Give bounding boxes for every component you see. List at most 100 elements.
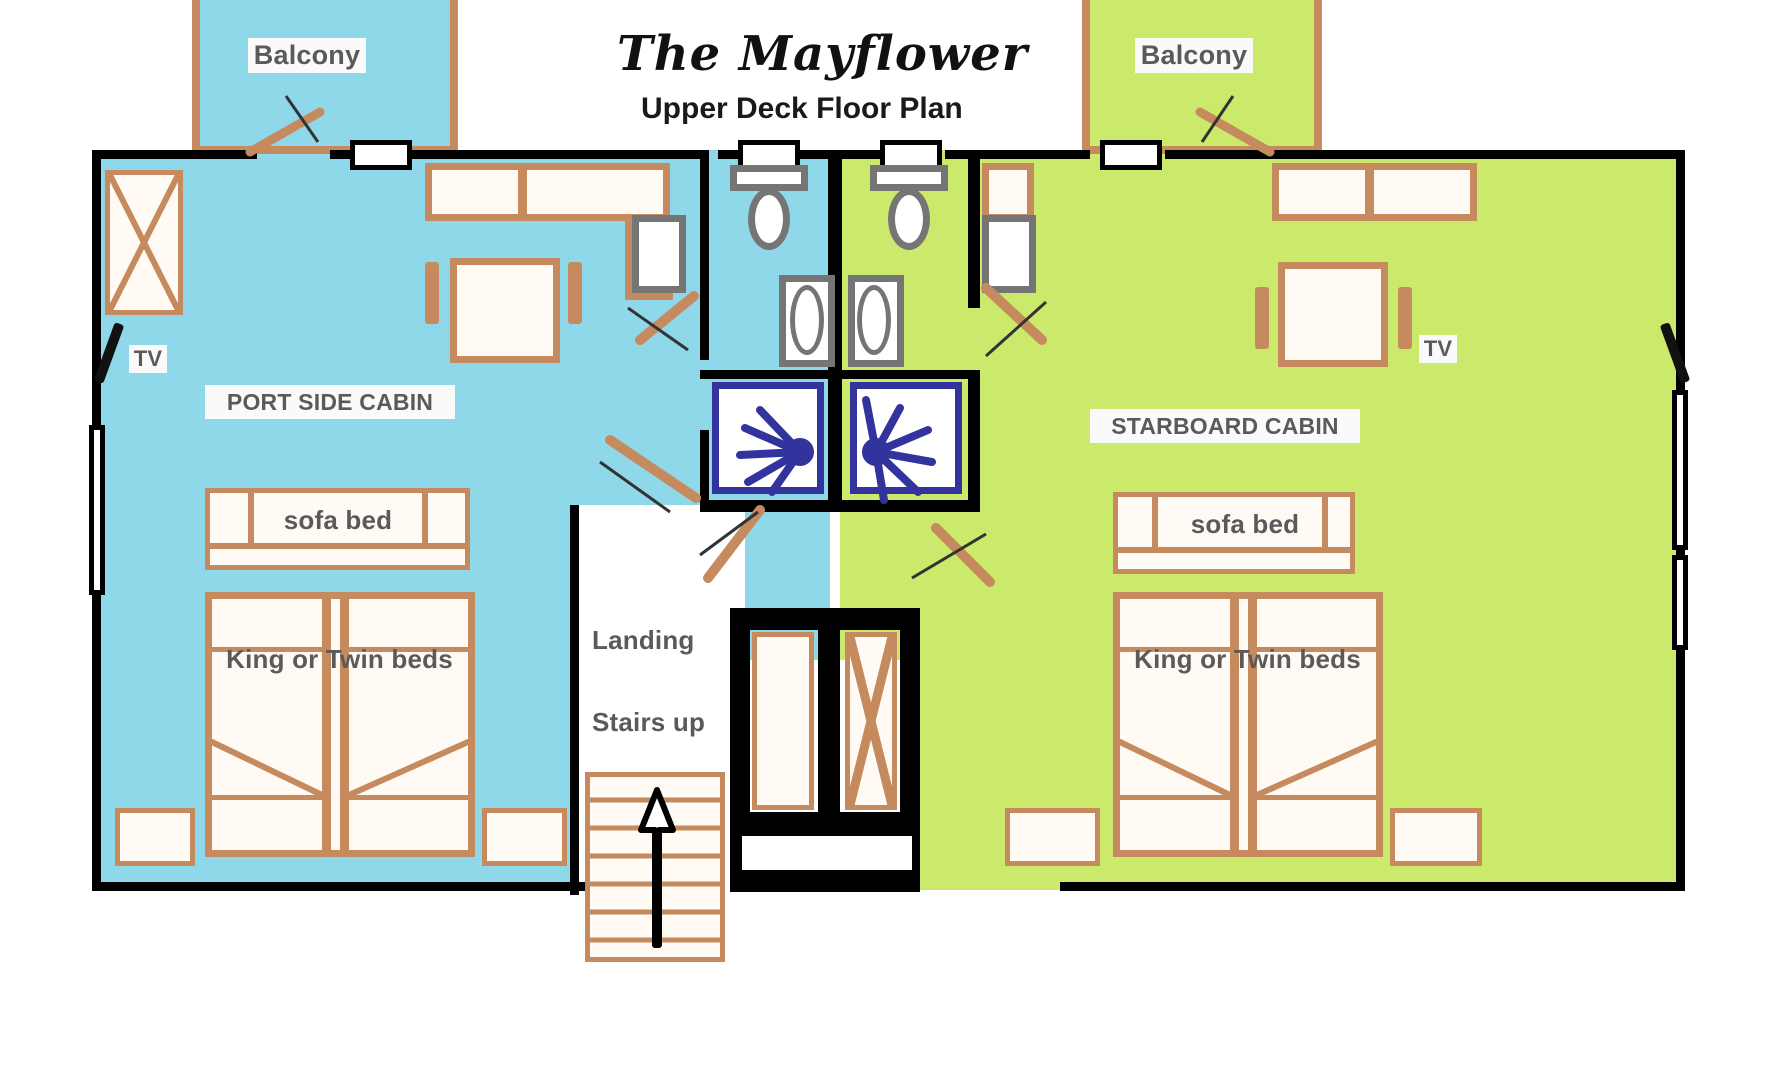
wall-landing-left	[570, 505, 579, 895]
wall-starboard-bath-right-upper	[968, 150, 980, 280]
page-subtitle: Upper Deck Floor Plan	[641, 92, 963, 125]
cabin-port-label: PORT SIDE CABIN	[205, 385, 455, 419]
bed-starboard-divider-left	[1230, 597, 1239, 852]
wall-port-bath-left-lower	[700, 430, 709, 510]
wall-bath-bottom	[700, 500, 980, 512]
door-port-bath	[627, 291, 699, 352]
up-arrow-icon	[638, 787, 676, 948]
chair-port-left	[425, 262, 439, 324]
window-starboard-side-2	[1672, 555, 1688, 650]
window-port-side-1	[89, 425, 105, 595]
shower-port	[712, 382, 824, 494]
chair-starboard-left	[1255, 287, 1269, 349]
door-port-landing-lower	[699, 505, 765, 583]
starboard-cabin-fill-lower	[900, 590, 1020, 890]
nightstand-port-right	[482, 808, 567, 866]
toilet-port-tank	[730, 165, 808, 191]
port-balcony-fill	[200, 0, 450, 155]
toilet-starboard-tank	[870, 165, 948, 191]
toilet-starboard-bowl	[888, 188, 930, 250]
chair-port-right	[568, 262, 582, 324]
bed-port-divider-right	[340, 597, 349, 852]
sofa-bed-port-label: sofa bed	[283, 505, 393, 535]
page-title: The Mayflower	[617, 26, 1029, 82]
chair-starboard-right	[1398, 287, 1412, 349]
bed-starboard-pillow-line-l	[1120, 647, 1230, 652]
wall-top-right2	[1290, 150, 1685, 159]
tv-port-label: TV	[129, 345, 167, 373]
beds-port-label: King or Twin beds	[226, 644, 453, 674]
shower-spray-icon-starboard	[862, 396, 936, 504]
toilet-port-bowl	[748, 188, 790, 250]
bed-port-foot-line-r	[349, 795, 468, 800]
wall-bottom-right	[1060, 882, 1685, 891]
shower-spray-icon-port	[736, 406, 814, 496]
wall-stairwell-bottom	[730, 812, 920, 832]
counter-port-right	[520, 163, 670, 221]
bed-port-foot-line-l	[212, 795, 322, 800]
port-balcony-frame	[192, 0, 458, 154]
sofa-port-seat-line	[210, 543, 465, 549]
counter-port-left	[425, 163, 525, 221]
wall-stairwell-left	[730, 608, 750, 823]
window-starboard-side-1	[1672, 390, 1688, 550]
nightstand-port-left	[115, 808, 195, 866]
wall-starboard-shower-top	[848, 370, 980, 379]
sofa-starboard-armrest-right	[1322, 497, 1328, 547]
wardrobe-x-icon-port	[107, 173, 181, 312]
sofa-bed-starboard-label: sofa bed	[1190, 509, 1300, 539]
table-starboard	[1278, 262, 1388, 367]
stairwell-panel	[752, 632, 814, 810]
stairs-label: Stairs up	[592, 707, 706, 737]
sink-port-cabin	[632, 215, 686, 293]
sofa-starboard-armrest-left	[1152, 497, 1158, 547]
bed-port-pillow-line-l	[212, 647, 322, 652]
wardrobe-x-icon-center	[845, 635, 897, 807]
basin-starboard-bowl	[857, 285, 891, 355]
landing-label: Landing	[592, 625, 695, 655]
wall-lobby-bottom	[730, 872, 920, 892]
nightstand-starboard-left	[1005, 808, 1100, 866]
window-port-balcony-door	[350, 140, 412, 170]
door-starboard-landing	[911, 523, 995, 587]
cabin-starboard-label: STARBOARD CABIN	[1090, 409, 1360, 443]
wall-starboard-bath-right-mid	[968, 278, 980, 308]
sofa-starboard-seat-line	[1118, 547, 1350, 553]
wall-top-left	[92, 150, 257, 159]
window-starboard-balcony-door	[1100, 140, 1162, 170]
door-starboard-balcony	[1195, 95, 1275, 157]
wall-stairwell-mid	[818, 608, 840, 823]
bed-starboard-divider-right	[1248, 597, 1257, 852]
bed-starboard-blanket-folds	[1117, 739, 1379, 798]
bed-port-divider-left	[322, 597, 331, 852]
bed-starboard-foot-line-r	[1257, 795, 1376, 800]
wall-starboard-shower-right	[968, 370, 980, 512]
wall-port-shower-top	[700, 370, 860, 379]
table-port	[450, 258, 560, 363]
door-starboard-bath	[981, 283, 1048, 358]
starboard-balcony-fill	[1090, 0, 1315, 155]
wall-top-mid3	[945, 150, 1090, 159]
lobby-opening	[738, 832, 916, 874]
sofa-port-armrest-left	[248, 493, 254, 543]
bed-port-blanket-folds	[209, 739, 471, 798]
balcony-port-label: Balcony	[248, 38, 366, 73]
sink-starboard-cabin	[982, 215, 1036, 293]
bed-starboard-pillow-line-r	[1257, 647, 1376, 652]
beds-starboard-label: King or Twin beds	[1134, 644, 1361, 674]
bed-starboard-foot-line-l	[1120, 795, 1230, 800]
basin-port-bowl	[790, 285, 824, 355]
wall-bath-divider	[828, 150, 842, 510]
wall-stairwell-right	[900, 608, 920, 823]
counter-starboard-corner	[982, 163, 1034, 221]
wall-bottom-left	[92, 882, 682, 891]
bed-port-pillow-line-r	[349, 647, 468, 652]
wall-top-right1	[1165, 150, 1290, 159]
door-port-balcony	[245, 95, 325, 157]
wall-port-bath-left-upper	[700, 150, 709, 360]
door-port-landing-upper	[599, 435, 701, 514]
nightstand-starboard-right	[1390, 808, 1482, 866]
counter-starboard-right	[1367, 163, 1477, 221]
